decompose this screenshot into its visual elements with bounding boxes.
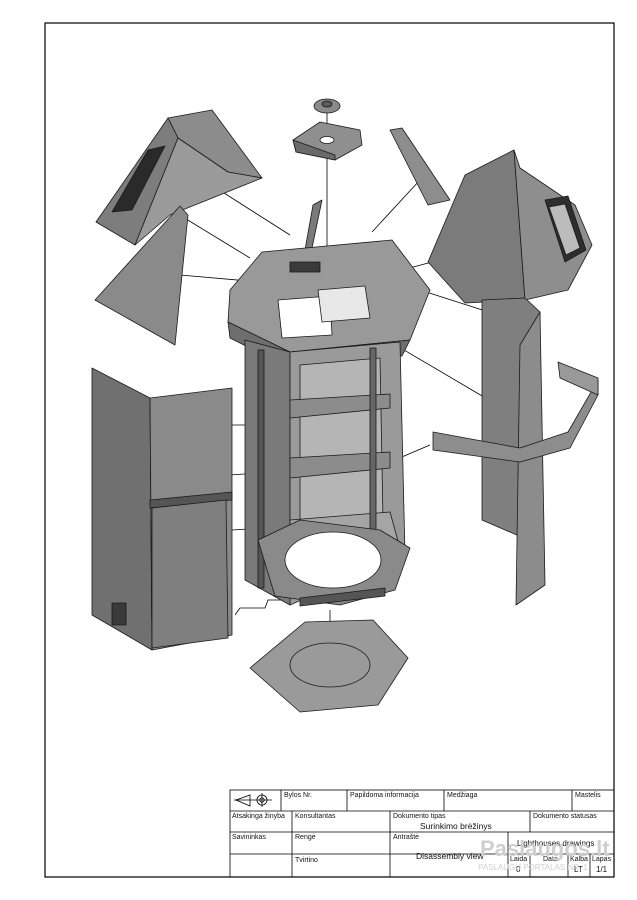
- side-panel-left-triangle: [94, 205, 189, 346]
- value-lapas: 1/1: [596, 865, 608, 874]
- label-atsakinga-zinyba: Atsakinga žinyba: [232, 813, 285, 820]
- label-bylos-nr: Bylos Nr.: [284, 792, 313, 799]
- railing-bracket: [432, 361, 599, 463]
- label-lapas: Lapas: [592, 856, 612, 863]
- hex-base-plate: [249, 619, 409, 713]
- label-mastelis: Mastelis: [575, 792, 601, 799]
- value-antraste: Lighthouses drawings: [517, 839, 595, 848]
- label-antraste: Antraštė: [393, 834, 420, 841]
- watermark-logo-text: Paslaugos.lt: [480, 836, 610, 861]
- value-dokumento-tipas: Surinkimo brėžinys: [420, 821, 492, 831]
- value-subtitle: Disassembly view: [416, 851, 484, 861]
- label-dokumento-statusas: Dokumento statusas: [533, 813, 597, 820]
- value-laida: 0: [516, 865, 521, 874]
- watermark-tagline: PASLAUGŲ PORTALAS NR. 1: [478, 863, 588, 872]
- label-papildoma-informacija: Papildoma informacija: [350, 792, 419, 799]
- side-panel-right-triangle: [389, 127, 451, 206]
- projection-symbol-icon: [234, 793, 272, 807]
- roof-panel-left: [95, 109, 263, 246]
- tower-body: [244, 339, 411, 607]
- lamp-disc: [313, 98, 341, 114]
- roof-panel-right: [427, 149, 593, 304]
- exploded-view: [91, 98, 599, 713]
- label-savininkas: Savininkas: [232, 834, 266, 841]
- label-dokumento-tipas: Dokumento tipas: [393, 813, 446, 820]
- label-tvirtino: Tvirtino: [295, 857, 318, 864]
- title-block: [229, 789, 615, 878]
- door-panel-left: [91, 367, 233, 651]
- top-cap-plate: [292, 121, 363, 161]
- label-medziaga: Medžiaga: [447, 792, 478, 799]
- label-laida: Laida: [510, 856, 528, 863]
- label-kalba: Kalba: [570, 856, 588, 863]
- label-data: Data: [543, 856, 558, 863]
- value-kalba: LT: [574, 865, 583, 874]
- label-renge: Rengė: [295, 834, 316, 841]
- label-konsultantas: Konsultantas: [295, 813, 336, 820]
